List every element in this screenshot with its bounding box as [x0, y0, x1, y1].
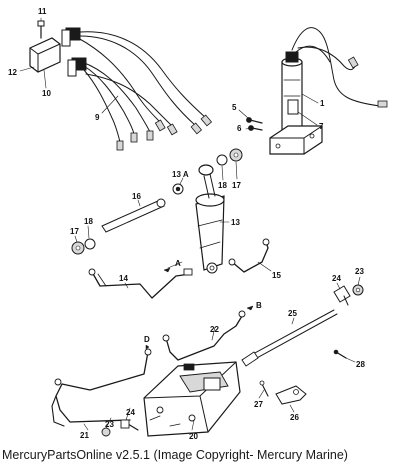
- callout-11: 11: [38, 7, 47, 16]
- trim-cylinder-assembly: [71, 148, 243, 274]
- callout-10: 10: [42, 89, 51, 98]
- hydraulic-line-assembly: [88, 238, 272, 299]
- connection-arrows: [145, 267, 254, 350]
- callout-23-upper: 23: [355, 267, 364, 276]
- callout-14: 14: [119, 274, 128, 283]
- callout-d: D: [144, 335, 150, 344]
- switch-harness-assembly: [19, 17, 213, 151]
- manifold-assembly: [51, 310, 246, 437]
- callout-5: 5: [232, 103, 237, 112]
- bolt-part: [246, 117, 263, 131]
- linkage-assembly: [258, 349, 356, 413]
- callout-17-upper: 17: [232, 181, 241, 190]
- wire-bundle-part: [77, 31, 213, 151]
- callout-26: 26: [290, 413, 299, 422]
- image-caption: MercuryPartsOnline v2.5.1 (Image Copyrig…: [2, 448, 348, 462]
- callout-13: 13: [231, 218, 240, 227]
- callout-15: 15: [272, 271, 281, 280]
- callout-23-lower: 23: [105, 420, 114, 429]
- callout-28: 28: [356, 360, 365, 369]
- callout-24-lower: 24: [126, 408, 135, 417]
- callout-b: B: [256, 301, 262, 310]
- switch-body-part: [29, 37, 61, 73]
- callout-25: 25: [288, 309, 297, 318]
- callout-27: 27: [254, 400, 263, 409]
- connector-block-part: [61, 27, 87, 77]
- callout-13a: 13 A: [172, 170, 189, 179]
- callout-7: 7: [319, 122, 324, 131]
- callout-20: 20: [189, 432, 198, 441]
- callout-21: 22: [210, 325, 219, 334]
- screw-part: [37, 20, 45, 39]
- callout-9: 9: [95, 113, 100, 122]
- callout-22: 21: [80, 431, 89, 440]
- callout-16: 16: [132, 192, 141, 201]
- callout-17-lower: 17: [70, 227, 79, 236]
- callout-labels: 11 12 10 9 5 6 1 7 13 A 13 16 18 17 18 1…: [8, 7, 365, 441]
- callout-24-upper: 24: [332, 274, 341, 283]
- pump-motor-assembly: [238, 27, 388, 155]
- trim-rod-assembly: [241, 276, 364, 367]
- callout-18-upper: 18: [218, 181, 227, 190]
- callout-6: 6: [237, 124, 242, 133]
- callout-1: 1: [320, 99, 325, 108]
- callout-a: A: [175, 259, 181, 268]
- pivot-pin-part: [101, 198, 166, 233]
- callout-18-lower: 18: [84, 217, 93, 226]
- callout-12: 12: [8, 68, 17, 77]
